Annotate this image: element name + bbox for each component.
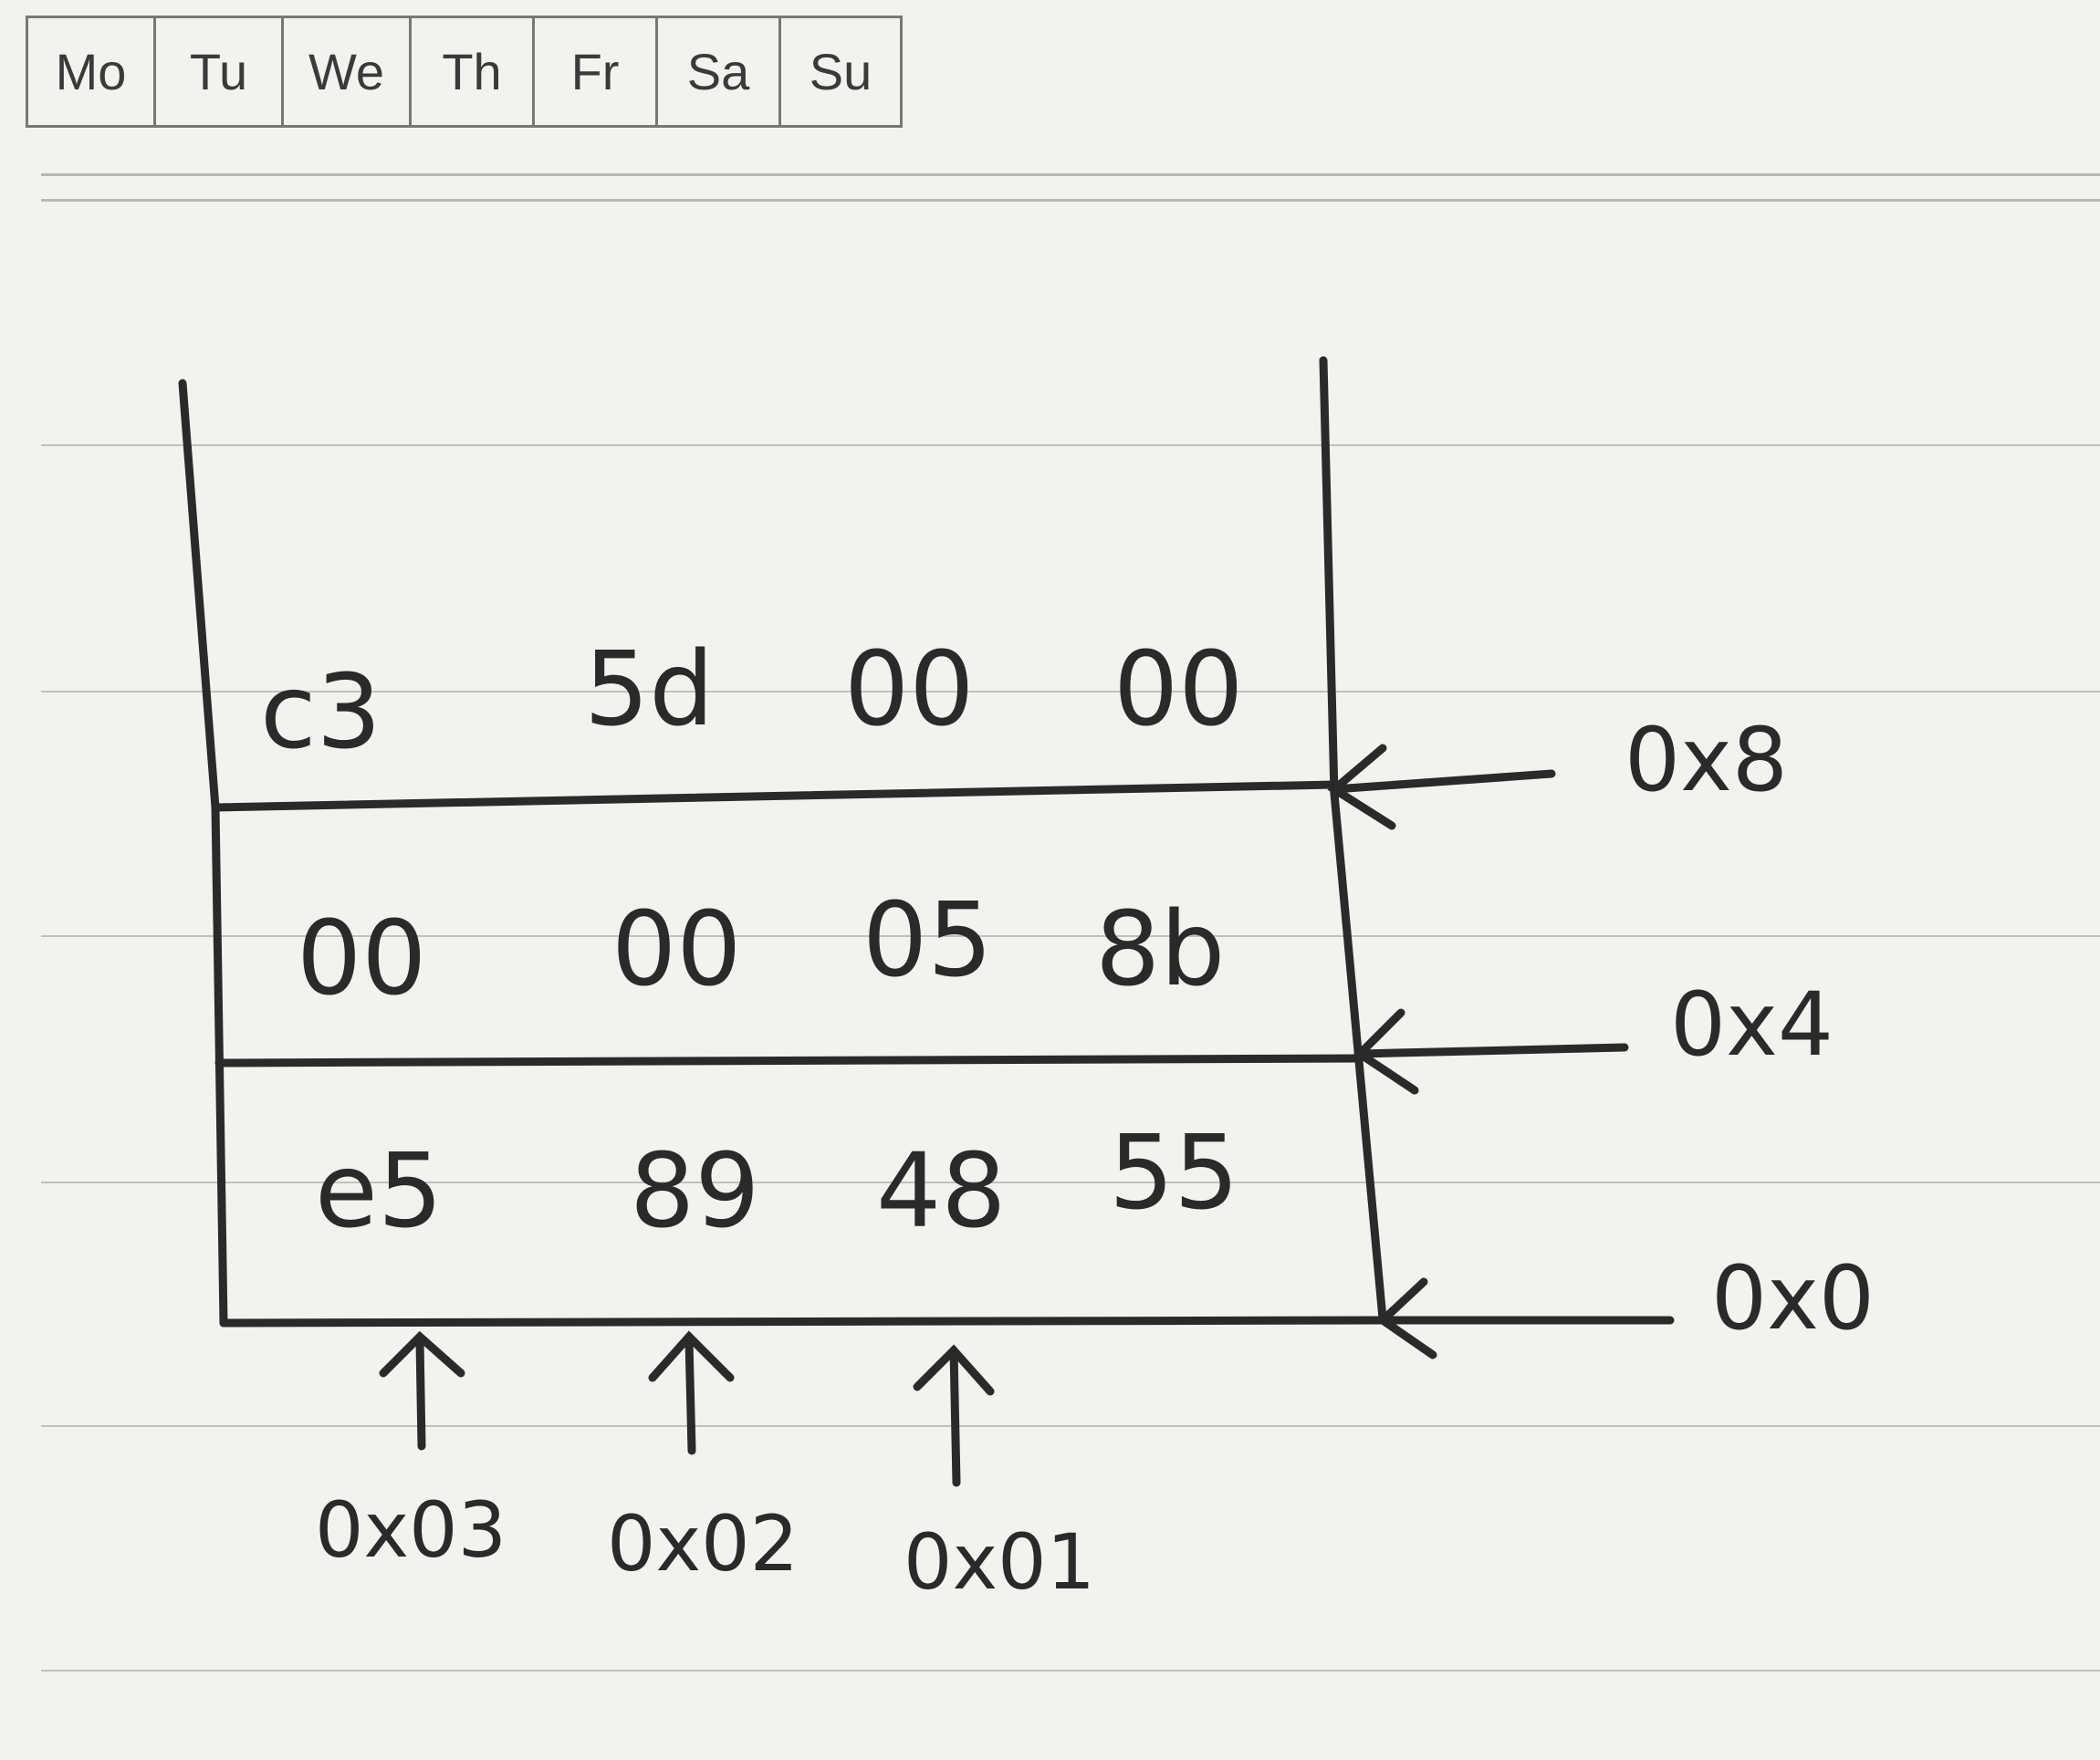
byte-row0-col2: 89	[630, 1132, 760, 1251]
byte-row2-col1: c3	[260, 653, 381, 772]
weekday-th[interactable]: Th	[412, 18, 535, 125]
address-label-0x0: 0x0	[1711, 1247, 1875, 1349]
page-rule	[41, 444, 2100, 446]
weekday-su[interactable]: Su	[809, 43, 872, 100]
address-label-0x8: 0x8	[1625, 709, 1788, 811]
page-rule	[41, 199, 2100, 202]
page-rule	[41, 1182, 2100, 1183]
pointer-0x8-line	[1330, 769, 1556, 794]
weekday-tu[interactable]: Tu	[156, 18, 284, 125]
page-rule	[41, 173, 2100, 176]
memory-left-wall	[178, 379, 228, 1328]
byte-row2-col4: 00	[1113, 630, 1244, 749]
weekday-fr[interactable]: Fr	[535, 18, 658, 125]
address-label-0x4: 0x4	[1670, 974, 1834, 1076]
page-rule	[41, 935, 2100, 937]
arrowhead-0x0	[1375, 1277, 1437, 1359]
byte-row0-col3: 48	[876, 1132, 1007, 1251]
memory-right-wall	[1319, 356, 1387, 1323]
byte-row1-col2: 00	[611, 890, 742, 1009]
pointer-0x02-line	[684, 1337, 696, 1455]
byte-row1-col1: 00	[297, 900, 427, 1018]
byte-row1-col4: 8b	[1095, 890, 1226, 1009]
weekday-we[interactable]: We	[284, 18, 412, 125]
weekday-row: Mo Tu We Th Fr Sa Su	[26, 16, 903, 128]
weekday-sa[interactable]: Sa	[658, 18, 781, 125]
pointer-0x4-line	[1355, 1043, 1629, 1058]
pointer-0x03-line	[415, 1337, 426, 1451]
page-rule	[41, 1670, 2100, 1671]
row-divider-bottom	[219, 1316, 1387, 1328]
byte-row2-col2: 5d	[584, 630, 715, 749]
page-rule	[41, 1425, 2100, 1427]
byte-offset-label-0x03: 0x03	[315, 1485, 507, 1575]
arrowhead-0x03	[379, 1330, 465, 1378]
arrowhead-0x4	[1353, 1008, 1419, 1095]
arrowhead-0x01	[913, 1344, 995, 1396]
byte-row1-col3: 05	[862, 881, 993, 1000]
arrowhead-0x02	[648, 1330, 735, 1382]
weekday-mo[interactable]: Mo	[28, 18, 156, 125]
page-rule	[41, 691, 2100, 693]
byte-offset-label-0x02: 0x02	[607, 1499, 799, 1588]
pointer-0x01-line	[949, 1346, 961, 1487]
byte-offset-label-0x01: 0x01	[904, 1517, 1096, 1607]
row-divider-middle	[214, 1054, 1364, 1067]
byte-row2-col3: 00	[844, 630, 975, 749]
arrowhead-0x8	[1327, 744, 1396, 830]
byte-row0-col1: e5	[315, 1132, 444, 1251]
byte-row0-col4: 55	[1109, 1114, 1239, 1233]
row-divider-top	[211, 780, 1339, 812]
